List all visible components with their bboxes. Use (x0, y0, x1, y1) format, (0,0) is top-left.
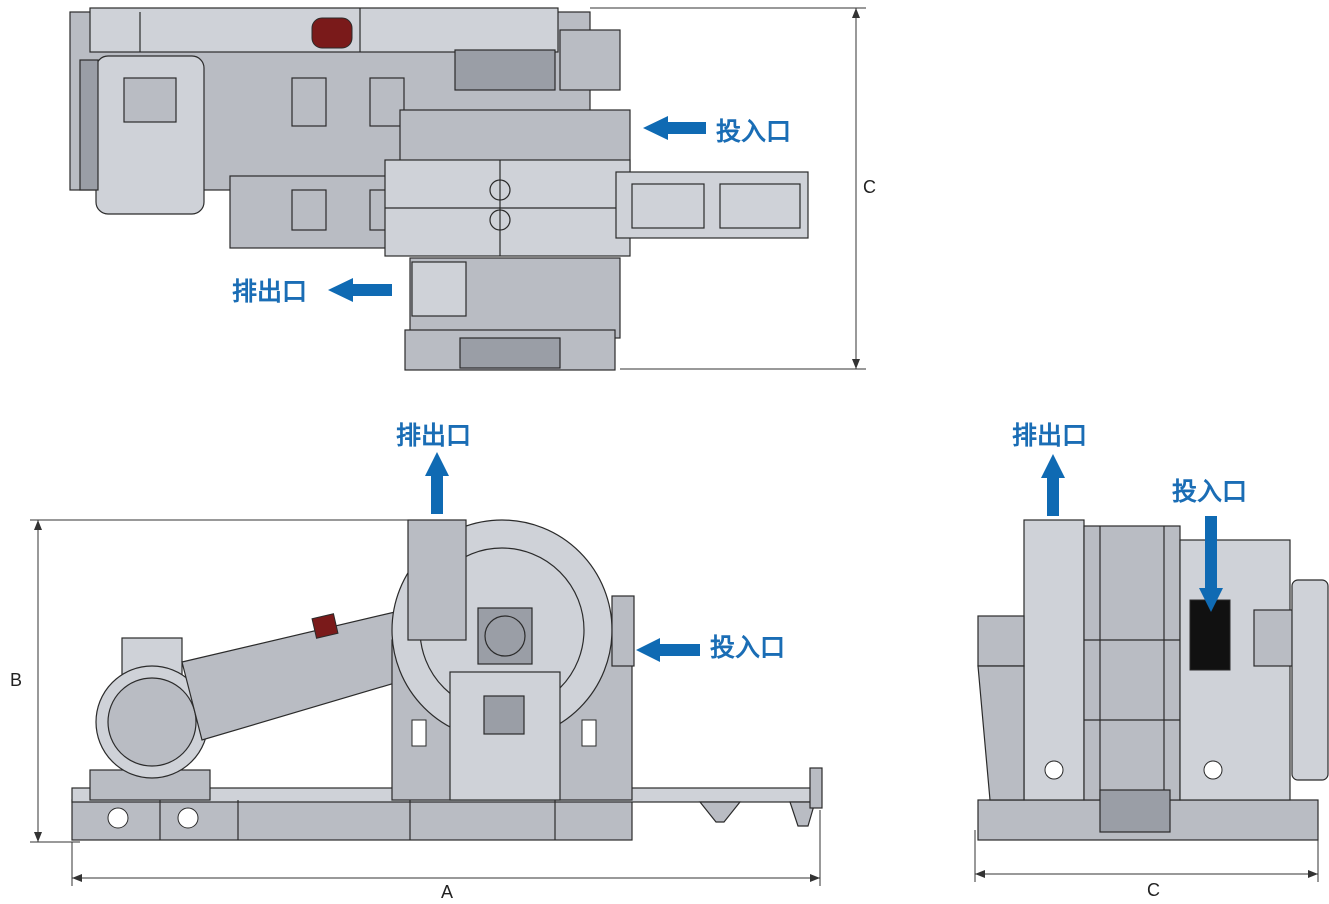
front-inlet-arrow (636, 638, 700, 662)
top-outlet-window (411, 261, 467, 317)
top-outlet-arrow (328, 278, 392, 302)
front-outlet-arrow (425, 452, 449, 514)
side-base-coupling (1099, 789, 1171, 833)
front-outlet-label: 排出口 (396, 421, 471, 450)
top-lower-frame (229, 175, 401, 249)
dimension-c-side: C (1147, 880, 1160, 900)
side-view: C 排出口 投入口 (974, 421, 1329, 900)
top-inlet-chute-frame (615, 171, 809, 239)
side-outlet-label: 排出口 (1012, 421, 1087, 450)
side-right-bearing (1253, 609, 1295, 667)
top-bolt-block-upper (559, 29, 621, 91)
front-crusher-door (449, 671, 561, 801)
front-inlet-label: 投入口 (710, 633, 785, 662)
dimension-c-top: C (863, 177, 876, 197)
side-left-bearing (977, 615, 1025, 667)
front-rotor-hub (477, 607, 533, 665)
side-outlet-arrow (1041, 454, 1065, 516)
front-outlet-duct (407, 519, 467, 641)
top-inlet-arrow (643, 116, 706, 140)
front-base-frame (71, 799, 633, 841)
side-inlet-arrow (1199, 516, 1223, 612)
side-motor (1291, 579, 1329, 781)
top-inlet-label: 投入口 (716, 117, 791, 146)
front-inclined-conveyor (181, 611, 406, 741)
front-view: B A 排出口 投入口 (10, 421, 823, 902)
top-motor-terminal-box (123, 77, 177, 123)
front-red-motor-cap (311, 613, 339, 639)
side-outlet-duct (1023, 519, 1085, 801)
top-red-motor-cap (311, 17, 353, 49)
dimension-a: A (441, 882, 453, 902)
side-inlet-opening (1189, 599, 1231, 671)
side-crusher-body (1083, 525, 1181, 801)
side-inlet-label: 投入口 (1172, 477, 1247, 506)
top-bolt-plate-upper (454, 49, 556, 91)
top-motor-mount (79, 59, 99, 191)
top-outlet-label: 排出口 (232, 277, 307, 306)
top-view: C 投入口 排出口 (69, 7, 876, 371)
dimension-b: B (10, 670, 22, 690)
